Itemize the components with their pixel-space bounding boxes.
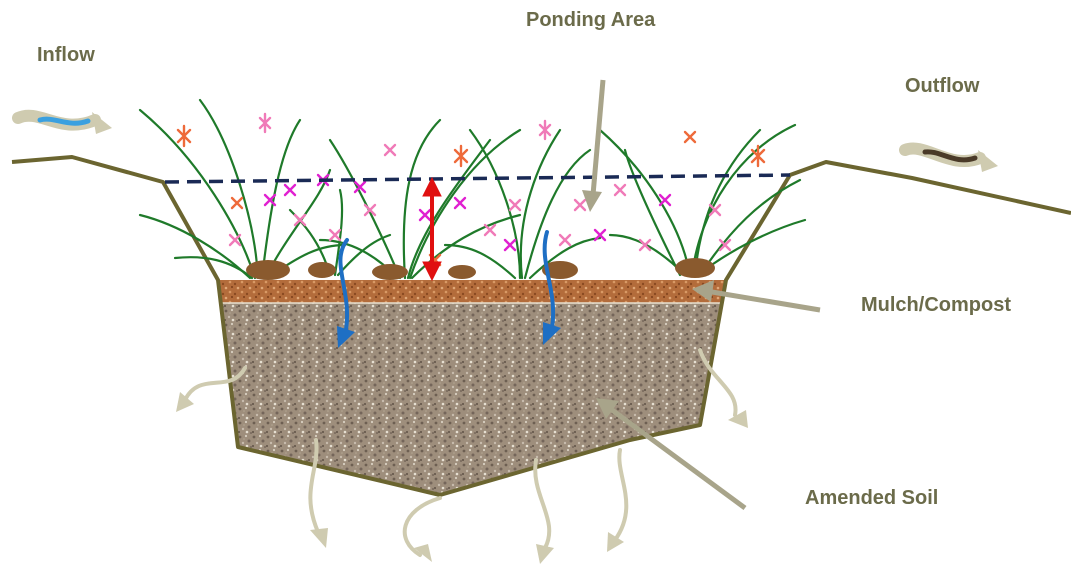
- amended-soil-label: Amended Soil: [805, 487, 938, 510]
- vegetation: [140, 100, 805, 278]
- flower-magenta: [265, 175, 670, 250]
- seepage-arrow: [615, 450, 626, 540]
- ponding-depth-arrow: [423, 178, 441, 280]
- amended-soil-layer: [221, 303, 722, 495]
- mulch-layer: [218, 280, 726, 303]
- plant-bases: [246, 258, 715, 280]
- ponding-area-pointer: [593, 80, 603, 195]
- mulch-compost-pointer: [712, 292, 820, 310]
- inflow-label: Inflow: [37, 44, 95, 67]
- seepage-arrow: [535, 460, 549, 548]
- ponding-area-label: Ponding Area: [526, 9, 655, 32]
- ponding-water-line: [165, 175, 790, 182]
- outflow-arrow: [905, 149, 998, 172]
- mulch-compost-label: Mulch/Compost: [861, 294, 1011, 317]
- inflow-arrow: [18, 112, 112, 134]
- outflow-label: Outflow: [905, 75, 979, 98]
